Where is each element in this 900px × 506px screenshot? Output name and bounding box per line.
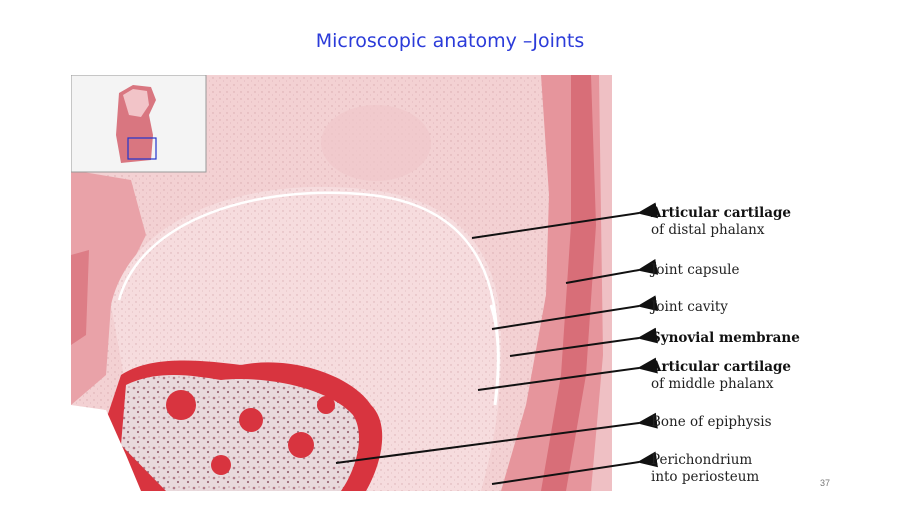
- inset-thumbnail: [71, 75, 207, 173]
- label-joint-cavity: Joint cavity: [651, 299, 728, 315]
- label-synovial-membrane: Synovial membrane: [651, 330, 800, 346]
- arrow-perichondrium: [491, 451, 658, 485]
- arrow-articular-cartilage-distal: [471, 202, 658, 239]
- label-articular-cartilage-middle: Articular cartilage of middle phalanx: [651, 359, 792, 392]
- arrow-synovial-membrane: [509, 327, 658, 357]
- label-articular-cartilage-distal: Articular cartilage of distal phalanx: [651, 205, 792, 238]
- page-number: 37: [820, 478, 831, 488]
- joint-histology-micrograph: [71, 75, 612, 491]
- arrow-joint-capsule: [565, 258, 659, 284]
- slide-title: Microscopic anatomy –Joints: [315, 30, 585, 52]
- label-joint-capsule: Joint capsule: [651, 262, 740, 278]
- label-bone-of-epiphysis: Bone of epiphysis: [651, 414, 772, 430]
- arrow-bone-of-epiphysis: [335, 412, 658, 464]
- arrow-joint-cavity: [491, 295, 659, 330]
- label-perichondrium: Perichondrium into periosteum: [651, 452, 760, 485]
- arrow-articular-cartilage-middle: [477, 357, 658, 391]
